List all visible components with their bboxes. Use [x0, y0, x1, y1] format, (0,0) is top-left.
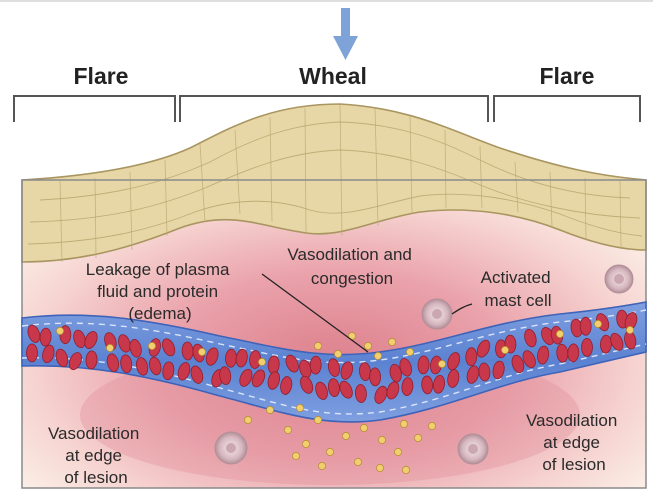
- plasma-droplet: [106, 344, 113, 351]
- plasma-droplet: [406, 348, 413, 355]
- plasma-droplet: [394, 448, 401, 455]
- plasma-droplet: [258, 358, 265, 365]
- red-blood-cell: [418, 356, 430, 374]
- plasma-droplet: [292, 452, 299, 459]
- flare-left-bracket: [14, 96, 175, 122]
- plasma-droplet: [414, 434, 421, 441]
- plasma-droplet: [244, 416, 251, 423]
- plasma-droplet: [374, 352, 381, 359]
- plasma-droplet: [388, 338, 395, 345]
- plasma-droplet: [378, 436, 385, 443]
- mast-cell-icon: [458, 434, 488, 464]
- red-blood-cell: [465, 348, 477, 366]
- red-blood-cell: [369, 368, 381, 386]
- flare-right-heading: Flare: [540, 63, 595, 89]
- flare-right-bracket: [494, 96, 640, 122]
- red-blood-cell: [310, 356, 322, 374]
- mast-cell-icon: [215, 432, 247, 464]
- plasma-droplet: [556, 330, 563, 337]
- red-blood-cell: [27, 344, 38, 362]
- plasma-droplet: [326, 448, 333, 455]
- red-blood-cell: [580, 317, 591, 335]
- mast-cell-icon: [422, 299, 452, 329]
- plasma-droplet: [296, 404, 303, 411]
- plasma-droplet: [626, 326, 633, 333]
- plasma-droplet: [284, 426, 291, 433]
- plasma-droplet: [364, 342, 371, 349]
- plasma-droplet: [402, 466, 409, 473]
- plasma-droplet: [302, 440, 309, 447]
- down-arrow-icon: [333, 8, 358, 60]
- plasma-droplet: [354, 458, 361, 465]
- plasma-droplet: [318, 462, 325, 469]
- plasma-droplet: [501, 346, 508, 353]
- plasma-droplet: [360, 424, 367, 431]
- plasma-droplet: [148, 342, 155, 349]
- plasma-droplet: [400, 420, 407, 427]
- flare-left-heading: Flare: [74, 63, 129, 89]
- red-blood-cell: [582, 338, 593, 356]
- plasma-droplet: [314, 342, 321, 349]
- plasma-droplet: [314, 416, 321, 423]
- plasma-droplet: [342, 432, 349, 439]
- plasma-droplet: [376, 464, 383, 471]
- plasma-droplet: [438, 360, 445, 367]
- plasma-droplet: [56, 327, 63, 334]
- plasma-droplet: [266, 406, 273, 413]
- plasma-droplet: [334, 350, 341, 357]
- plasma-droplet: [198, 348, 205, 355]
- wheal-heading: Wheal: [299, 63, 367, 89]
- plasma-droplet: [594, 320, 601, 327]
- mast-cell-icon: [605, 265, 633, 293]
- plasma-droplet: [428, 422, 435, 429]
